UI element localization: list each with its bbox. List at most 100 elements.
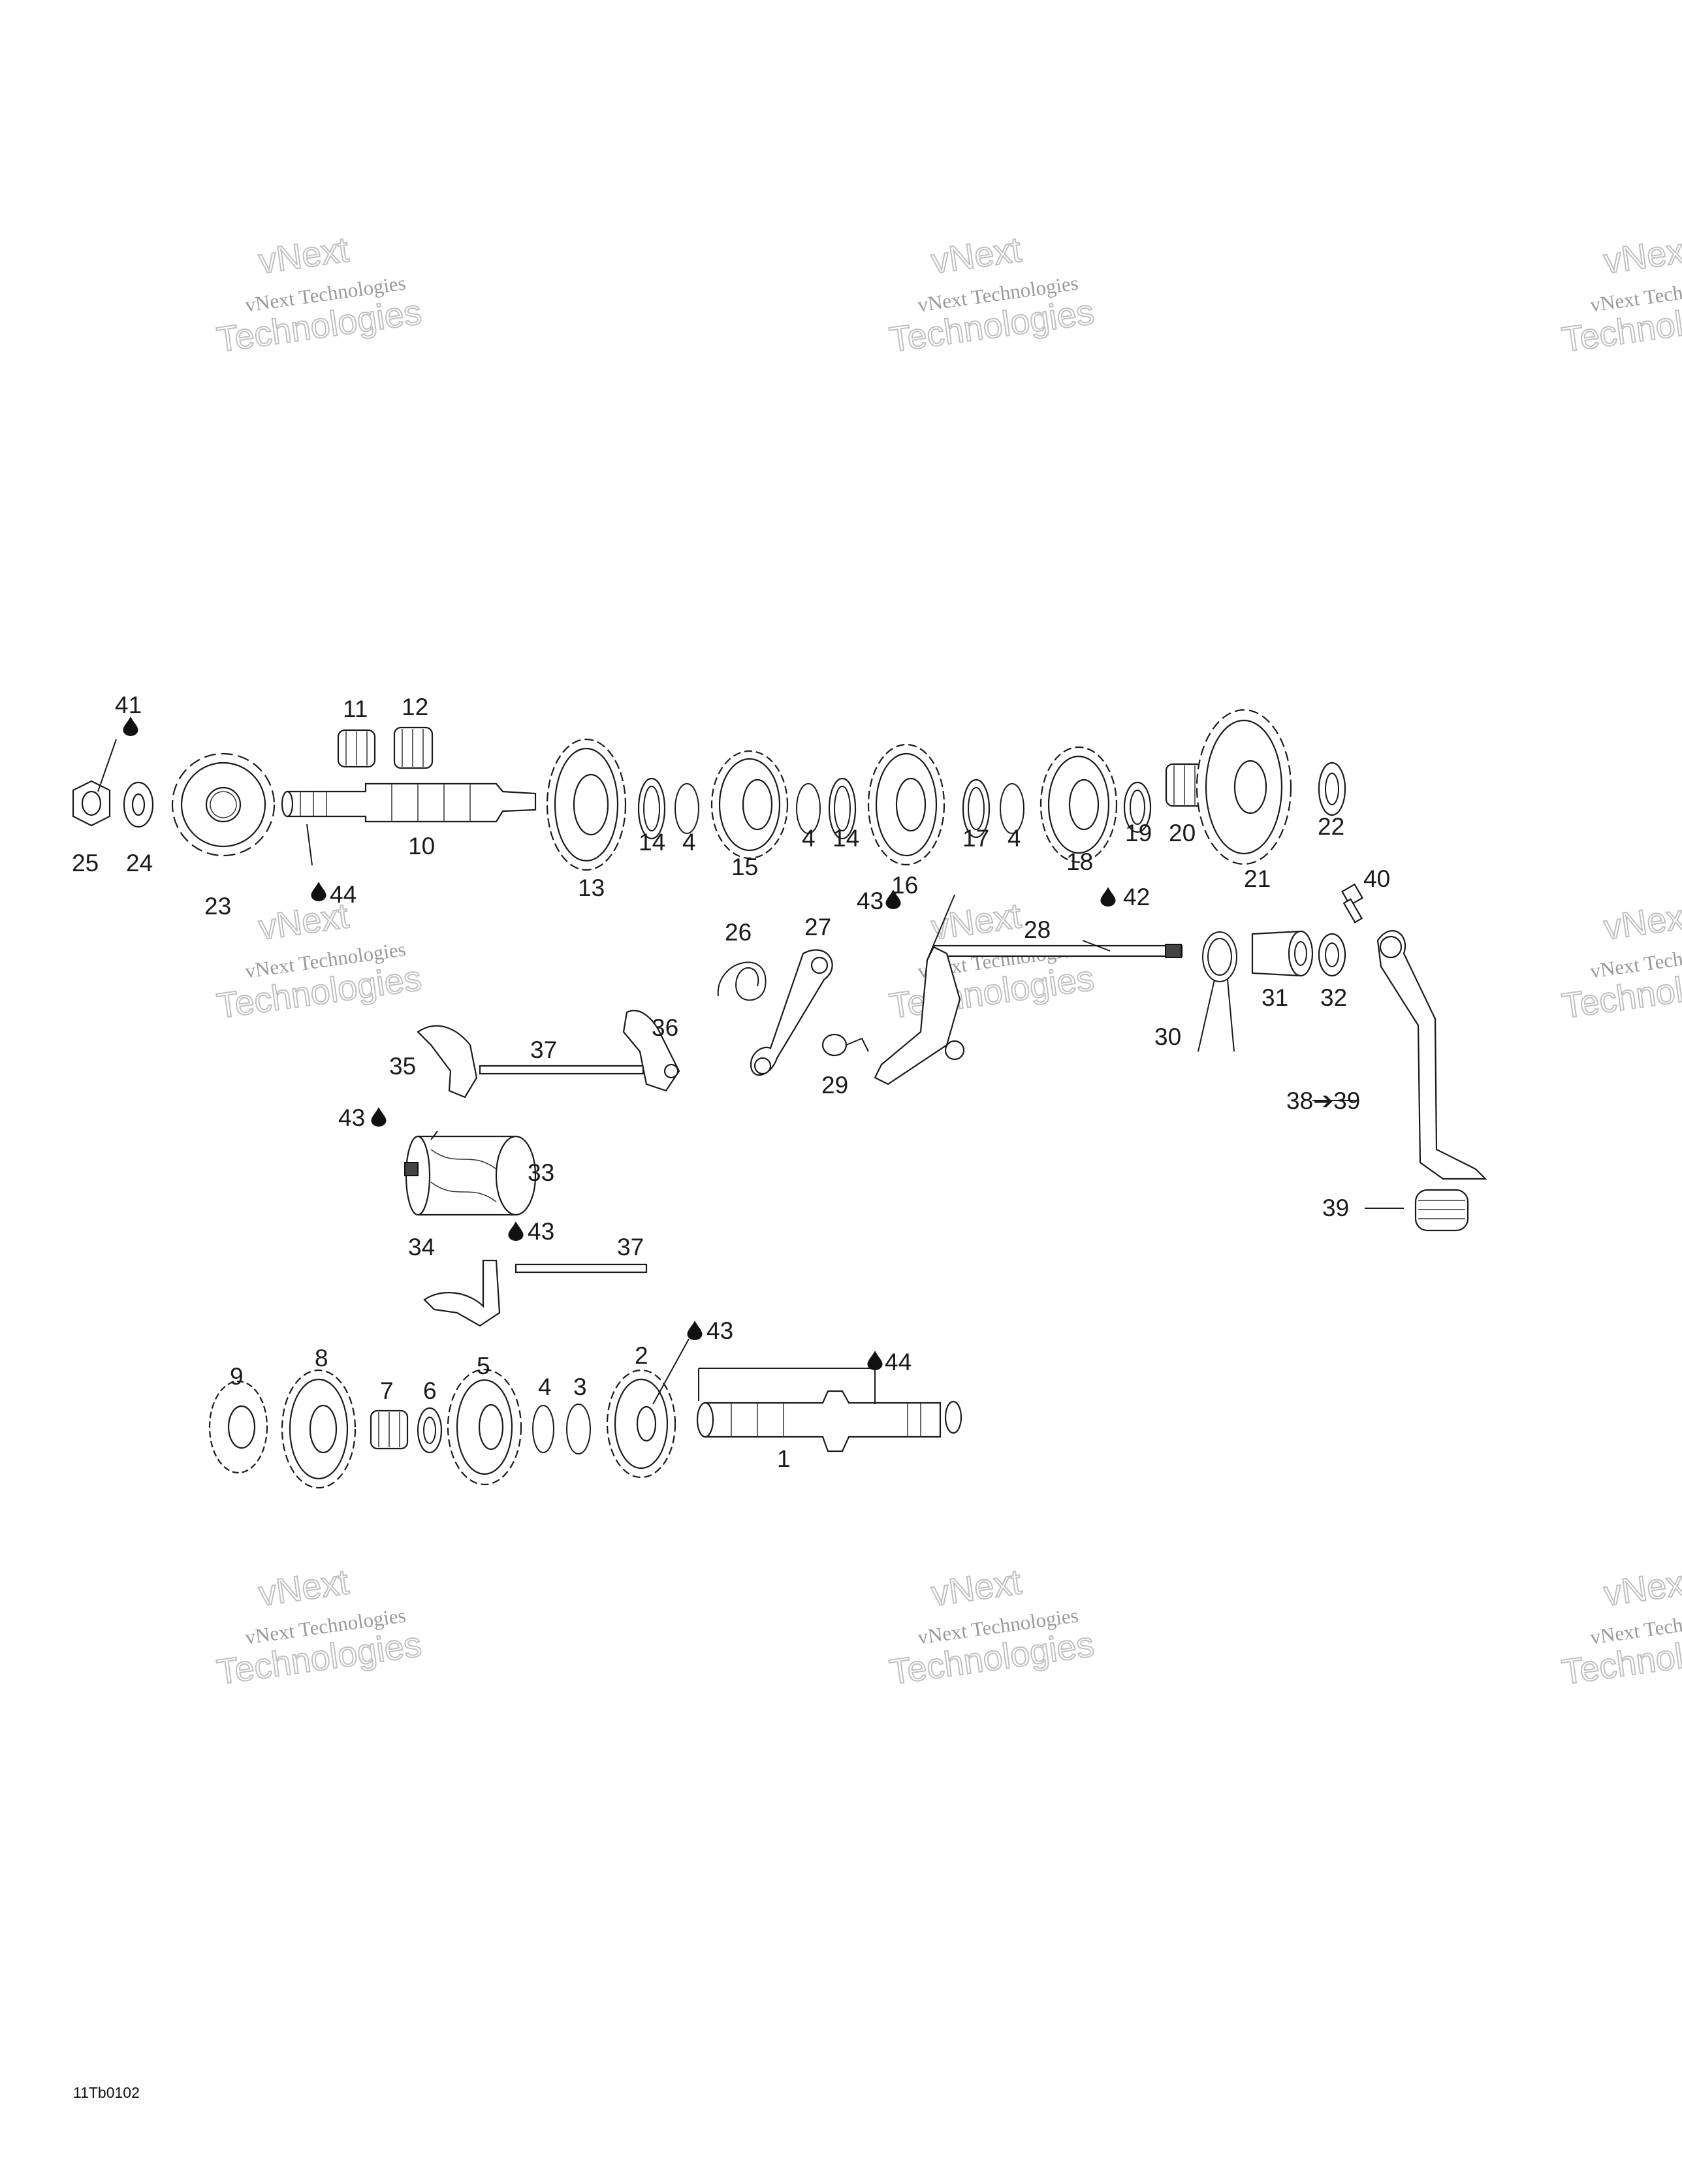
shift-fork-34 [423, 1259, 501, 1327]
callout-14: 14 [639, 829, 665, 856]
callout-18: 18 [1066, 848, 1093, 875]
needle-bearing-12 [393, 726, 434, 769]
callout-29: 29 [821, 1072, 848, 1099]
callout-4: 4 [538, 1373, 552, 1400]
output-shaft-assembly [72, 709, 1346, 871]
callout-4: 4 [682, 829, 696, 856]
callout-22: 22 [1318, 813, 1344, 840]
lubricant-drop-icon [867, 1351, 883, 1370]
callout-36: 36 [652, 1014, 678, 1041]
svg-text:vNext: vNext [929, 230, 1024, 281]
callout-13: 13 [578, 875, 605, 901]
gear-13 [546, 738, 627, 871]
callout-12: 12 [402, 694, 428, 720]
watermark: vNext vNext Technologies Technologies [1559, 1562, 1682, 1693]
callout-43: 43 [857, 888, 883, 914]
callout-24: 24 [126, 850, 153, 876]
callout-37: 37 [530, 1036, 557, 1063]
lubricant-drop-icon [371, 1107, 387, 1127]
circlip-4 [1000, 783, 1024, 834]
callout-42: 42 [1123, 884, 1150, 910]
callout-41: 41 [115, 692, 142, 718]
callout-14: 14 [833, 825, 859, 852]
callout-10: 10 [408, 833, 435, 859]
gear-16 [867, 743, 945, 866]
watermark: vNext vNext Technologies Technologies [214, 229, 425, 361]
spring-26 [717, 961, 767, 1001]
shift-shaft-28 [874, 944, 1183, 1085]
callout-6: 6 [423, 1377, 437, 1404]
svg-text:vNext: vNext [1602, 896, 1682, 948]
callout-21: 21 [1244, 865, 1271, 892]
gear-15 [710, 750, 789, 859]
callout-38-39: 38➔39 [1286, 1087, 1360, 1114]
shift-pedal-38 [1376, 930, 1487, 1180]
return-spring-30 [1198, 931, 1237, 1052]
washer-3 [566, 1404, 591, 1454]
svg-text:vNext: vNext [257, 1562, 351, 1614]
watermark: vNext vNext Technologies Technologies [887, 229, 1098, 361]
callout-30: 30 [1154, 1023, 1181, 1050]
gear-21 [1196, 709, 1292, 865]
pedal-rubber-39 [1414, 1189, 1469, 1232]
callout-44: 44 [885, 1349, 912, 1375]
callout-25: 25 [72, 850, 99, 876]
gear-2 [606, 1369, 676, 1479]
callout-7: 7 [380, 1377, 394, 1404]
watermark: vNext vNext Technologies Technologies [1559, 895, 1682, 1027]
callout-35: 35 [389, 1053, 416, 1080]
callout-9: 9 [230, 1363, 244, 1390]
svg-text:vNext: vNext [1602, 230, 1682, 281]
callout-17: 17 [962, 825, 989, 852]
circlip-4 [674, 783, 699, 834]
bushing-31 [1251, 930, 1314, 977]
gear-9 [208, 1380, 268, 1474]
watermark: vNext vNext Technologies Technologies [214, 1562, 425, 1693]
shift-fork-35 [417, 1025, 478, 1099]
callout-23: 23 [204, 893, 231, 920]
washer-22 [1318, 762, 1346, 816]
callout-8: 8 [315, 1345, 328, 1372]
output-shaft-10 [281, 782, 537, 823]
needle-bearing-11 [337, 729, 376, 768]
svg-text:vNext: vNext [929, 1562, 1024, 1614]
lubricant-drop-icon [1100, 887, 1116, 907]
callout-37: 37 [617, 1234, 644, 1261]
washer-17 [962, 779, 991, 839]
washer-6 [417, 1407, 443, 1454]
callout-39: 39 [1322, 1195, 1349, 1221]
callout-44: 44 [330, 881, 357, 908]
needle-bearing-7 [370, 1409, 409, 1450]
lubricant-drop-icon [687, 1321, 703, 1340]
callout-33: 33 [528, 1159, 554, 1186]
callout-34: 34 [408, 1234, 435, 1261]
callout-15: 15 [731, 854, 758, 880]
callout-32: 32 [1320, 984, 1347, 1011]
washer-14 [828, 777, 857, 840]
callout-43: 43 [338, 1104, 365, 1131]
clip-29 [821, 1033, 869, 1057]
sprocket-23 [171, 752, 276, 857]
needle-bearing-20 [1165, 763, 1204, 807]
callout-28: 28 [1024, 916, 1051, 943]
circlip-4 [796, 783, 821, 834]
callout-3: 3 [573, 1373, 587, 1400]
shift-mechanism [404, 883, 1487, 1327]
washer-19 [1123, 781, 1152, 833]
callout-5: 5 [477, 1353, 490, 1379]
watermark: vNext vNext Technologies Technologies [887, 1562, 1098, 1693]
nut-25 [72, 780, 111, 827]
seal-32 [1318, 933, 1346, 977]
lubricant-drop-icon [311, 882, 326, 901]
circlip-4 [532, 1405, 554, 1453]
callout-43: 43 [706, 1317, 733, 1344]
callout-27: 27 [804, 914, 831, 940]
callout-labels: 41 11 12 25 24 23 44 10 13 14 4 15 4 14 … [72, 692, 1390, 1472]
watermark: vNext vNext Technologies Technologies [1559, 229, 1682, 361]
bolt-40 [1341, 883, 1364, 923]
gear-8 [281, 1369, 357, 1489]
callout-4: 4 [802, 825, 816, 852]
input-shaft-1 [696, 1390, 962, 1453]
callout-16: 16 [891, 872, 918, 899]
